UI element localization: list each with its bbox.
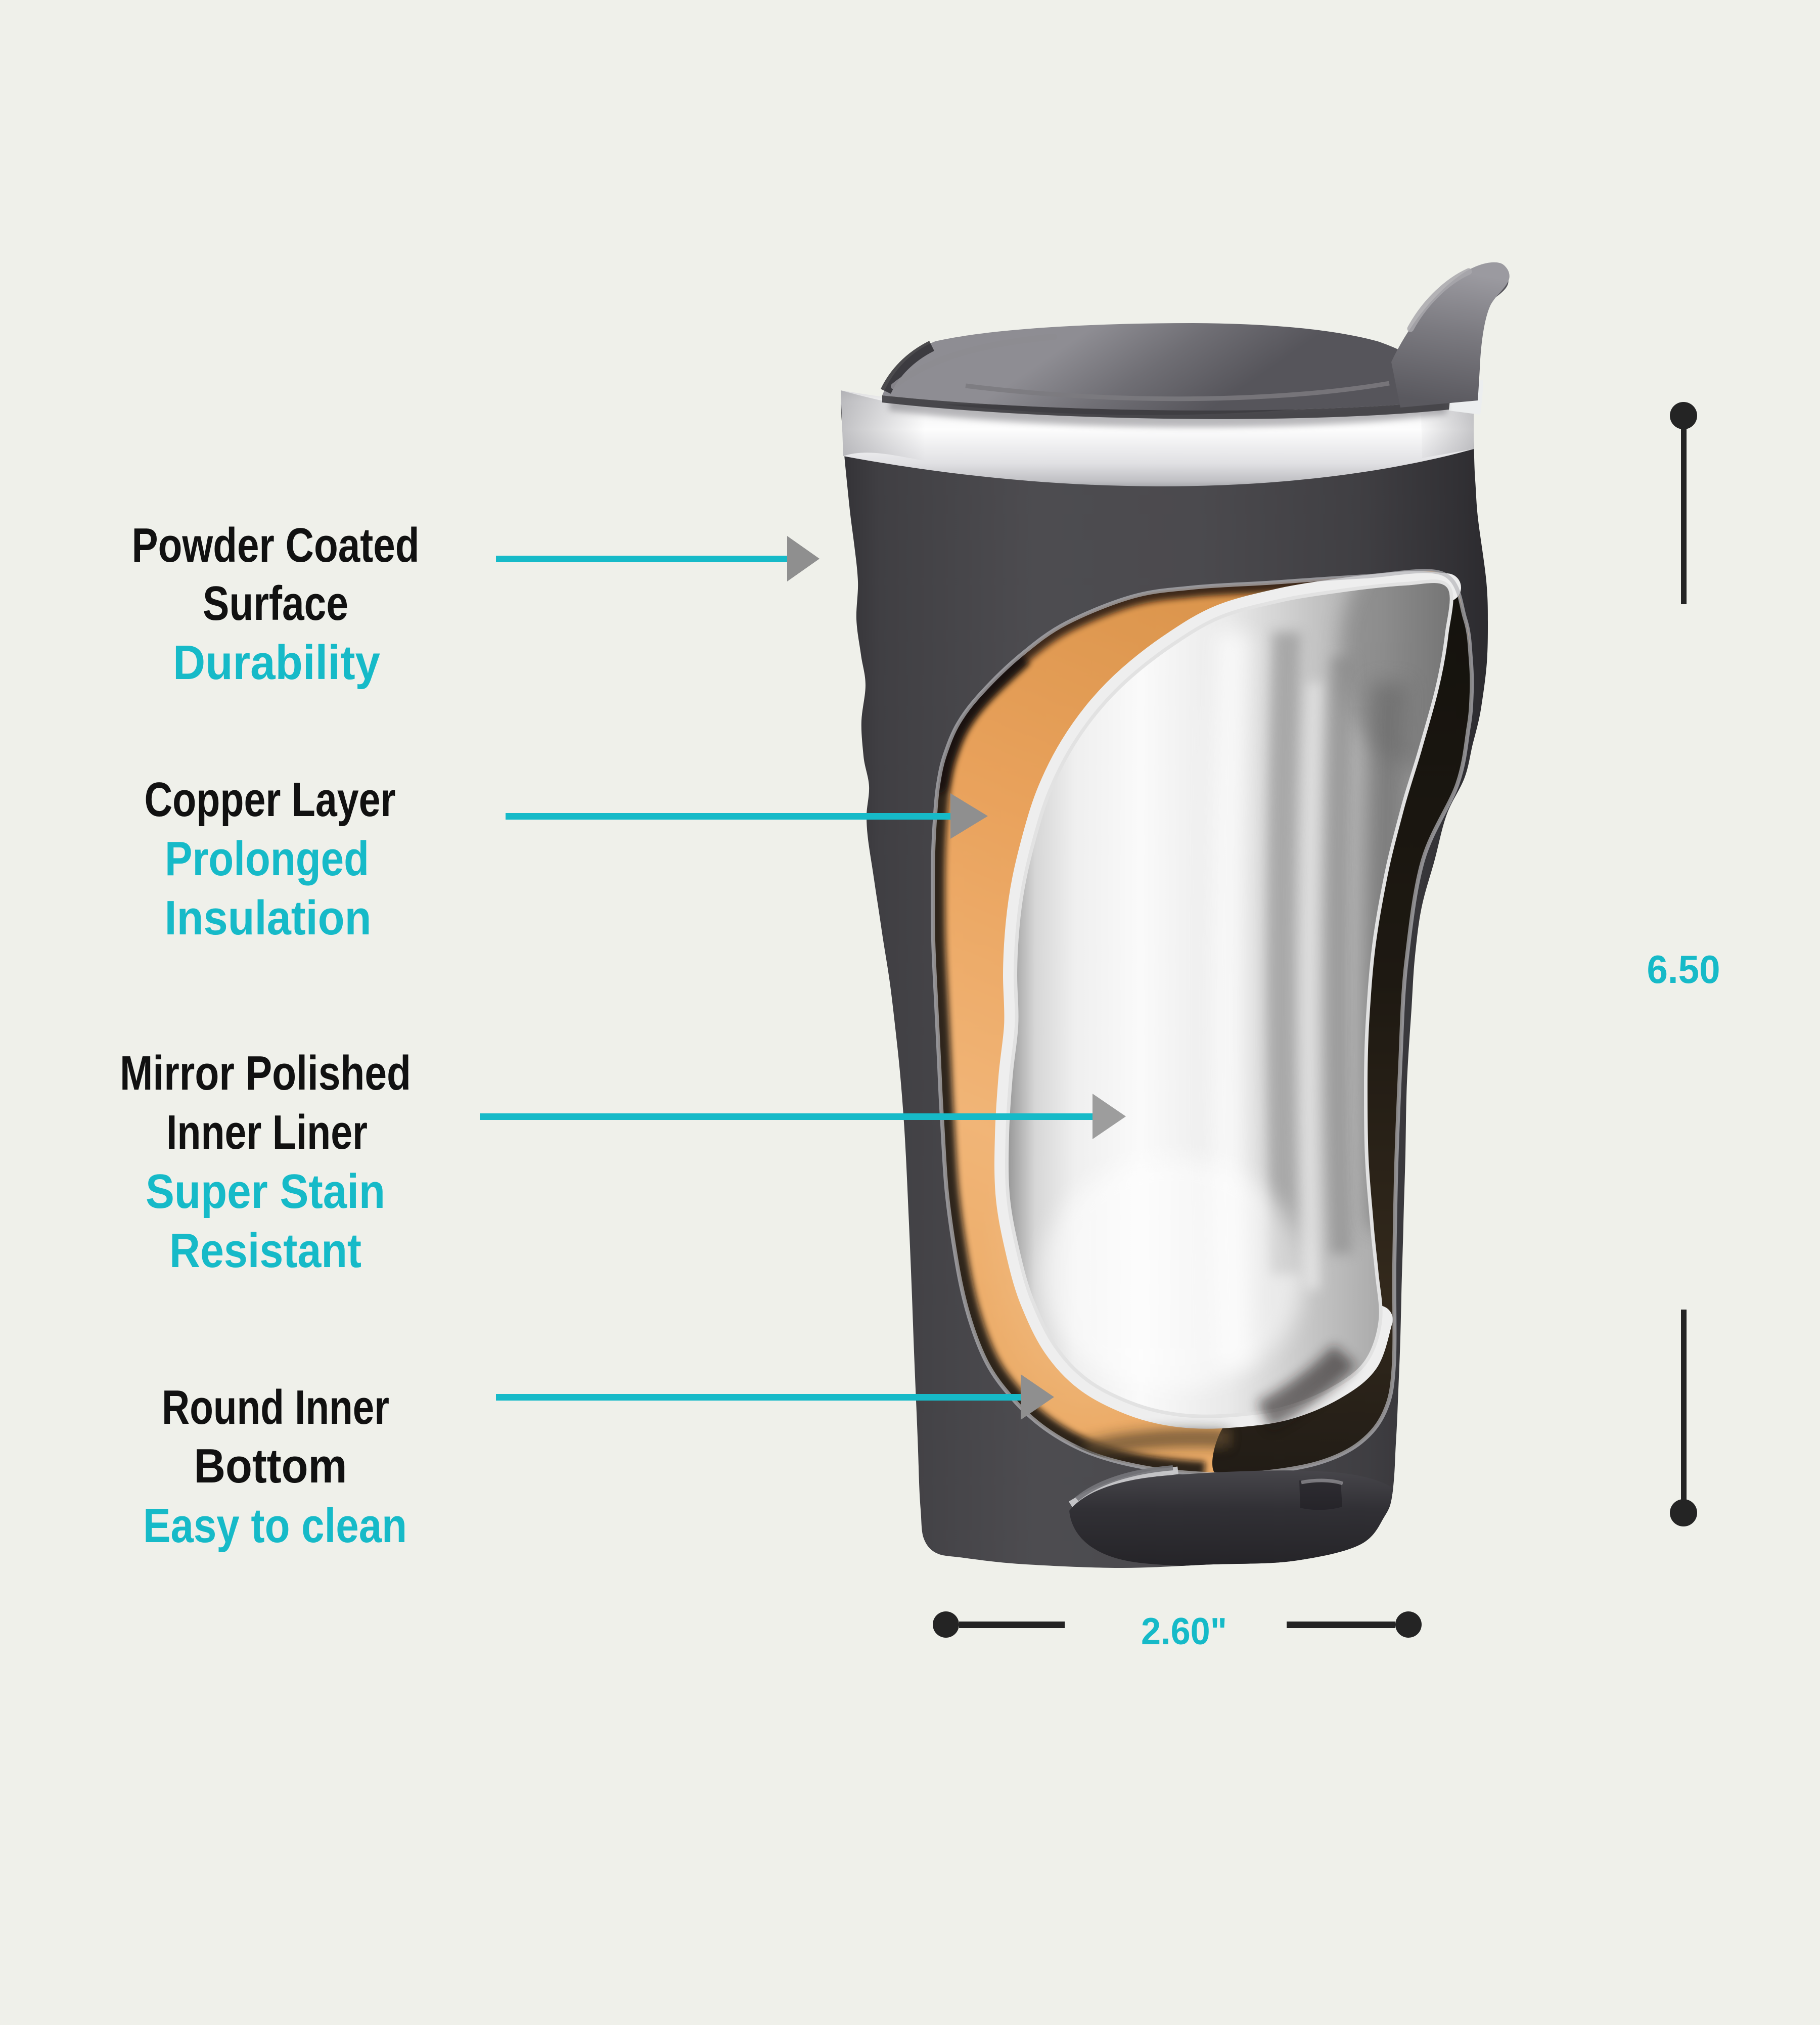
svg-text:Surface: Surface <box>203 576 348 631</box>
svg-text:Insulation: Insulation <box>165 891 372 945</box>
svg-text:Resistant: Resistant <box>169 1224 361 1278</box>
svg-text:2.60": 2.60" <box>1141 1610 1227 1652</box>
svg-text:Easy to clean: Easy to clean <box>143 1499 407 1553</box>
svg-text:Bottom: Bottom <box>194 1439 347 1493</box>
svg-text:6.50: 6.50 <box>1647 947 1720 992</box>
svg-text:Inner Liner: Inner Liner <box>166 1105 368 1159</box>
svg-text:Prolonged: Prolonged <box>165 832 369 886</box>
svg-text:Mirror Polished: Mirror Polished <box>120 1046 411 1100</box>
svg-text:Durability: Durability <box>173 636 380 690</box>
svg-text:Copper Layer: Copper Layer <box>145 773 396 827</box>
svg-text:Powder Coated: Powder Coated <box>132 518 420 572</box>
svg-text:Super Stain: Super Stain <box>146 1164 385 1219</box>
svg-text:Round Inner: Round Inner <box>162 1380 389 1434</box>
